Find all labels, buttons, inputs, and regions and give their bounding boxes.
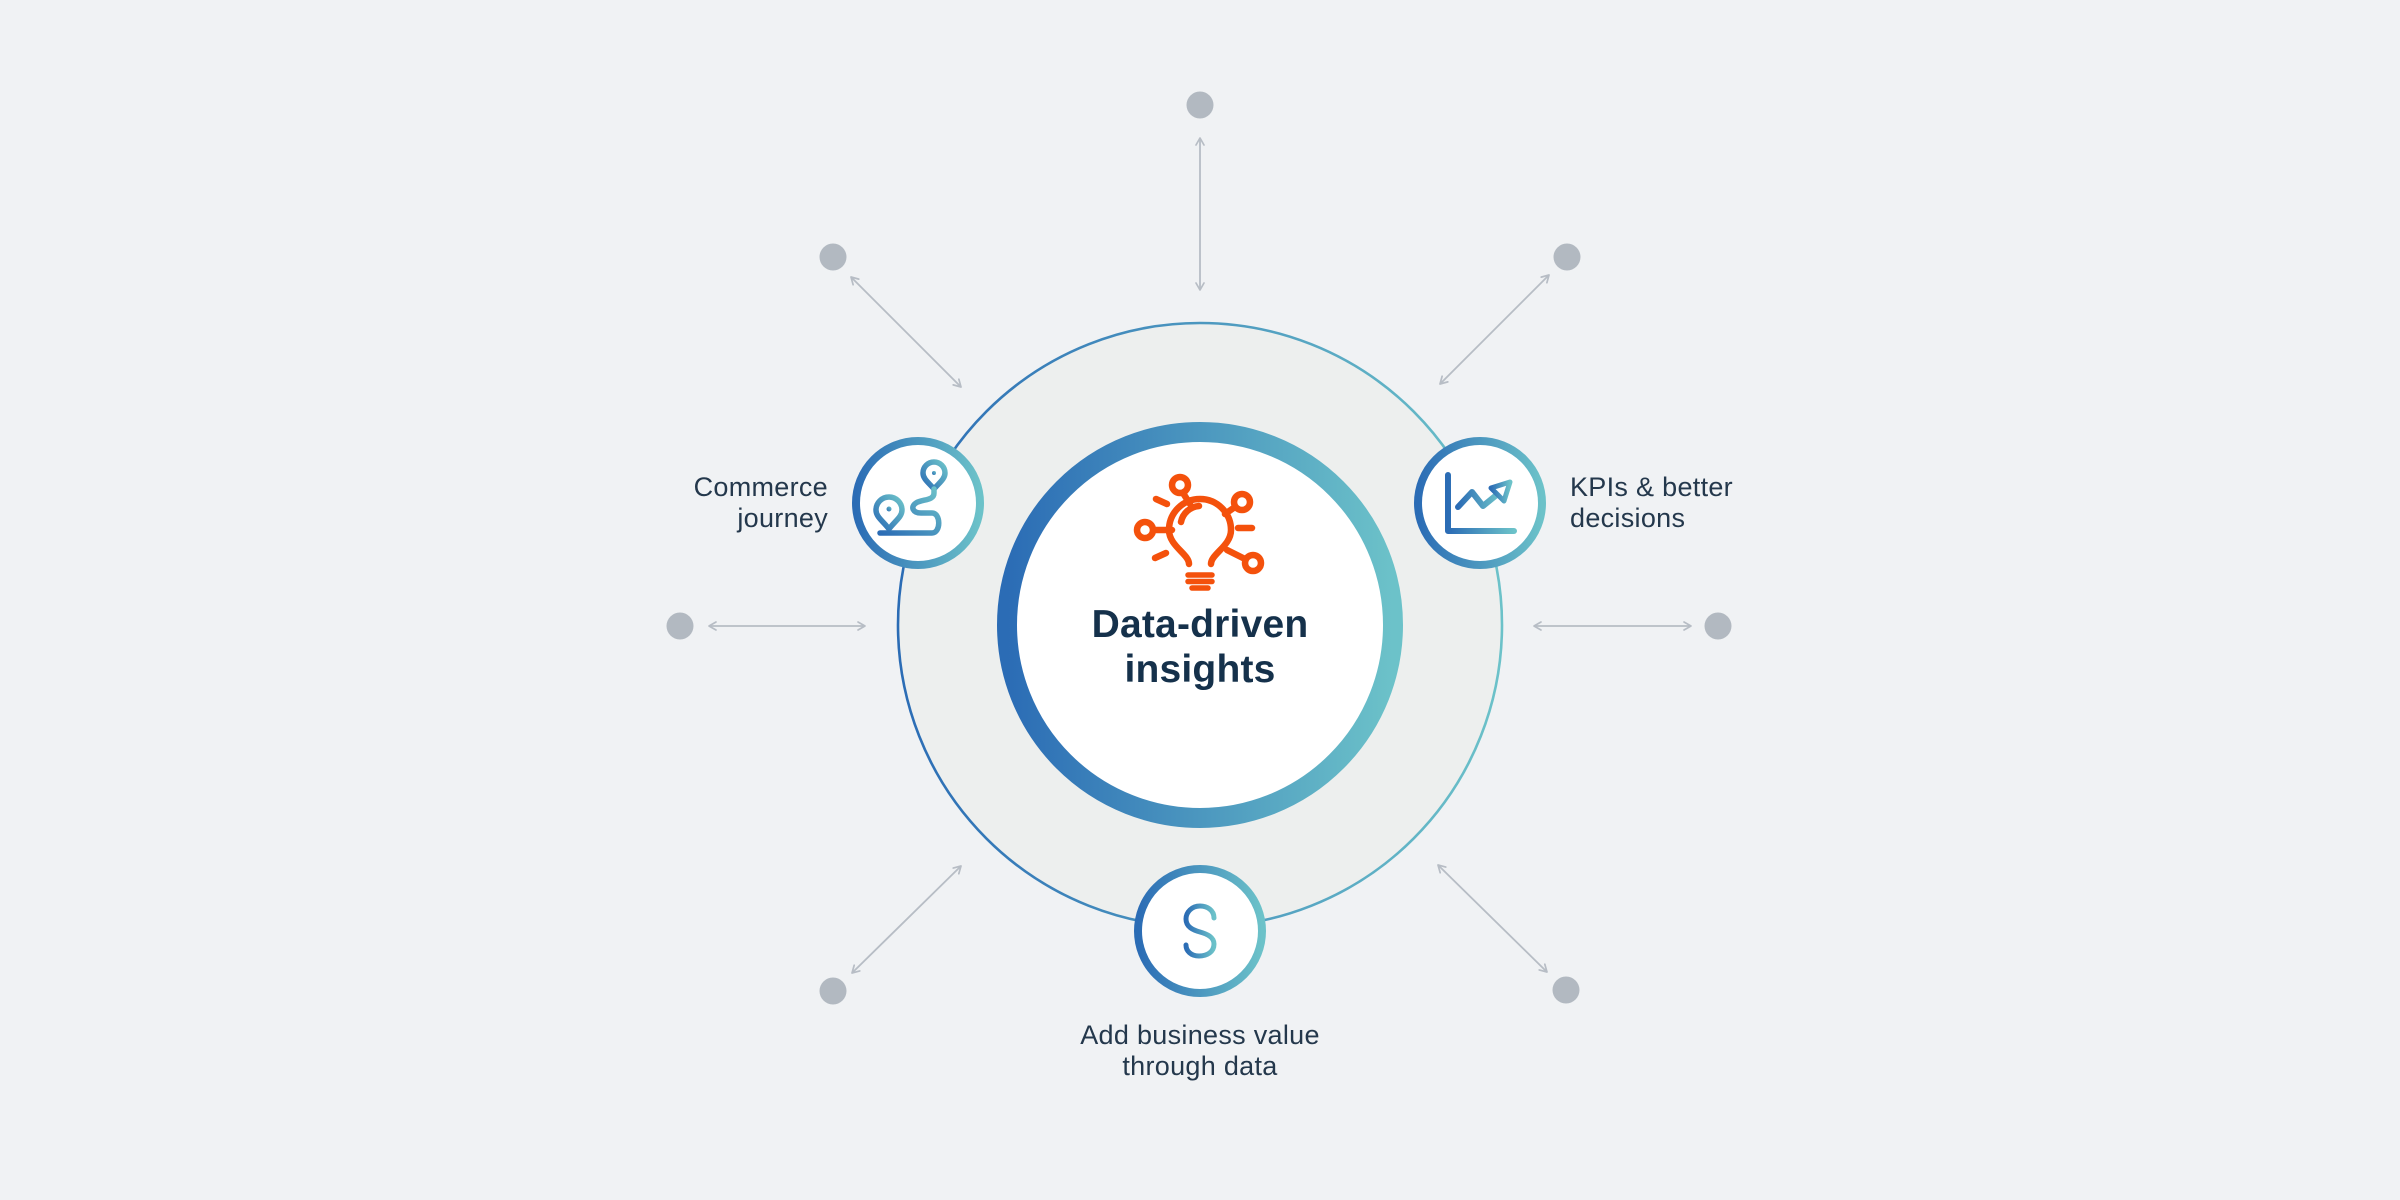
node-commerce-journey <box>852 437 984 569</box>
label-commerce-journey: Commerce journey <box>693 472 828 534</box>
chart-arrowhead <box>1488 479 1513 504</box>
chart-trend-line <box>1455 489 1502 510</box>
dot-upper-left <box>819 243 847 271</box>
radiating-arrows <box>708 137 1692 974</box>
bulb-outline <box>1165 495 1235 568</box>
center-circle <box>997 422 1403 828</box>
arrow-upper-left <box>850 276 962 388</box>
dot-left <box>666 612 694 640</box>
dot-lower-left <box>819 977 847 1005</box>
route-pin-small <box>920 459 948 492</box>
route-pin-small-dot <box>932 471 936 475</box>
dot-top <box>1186 91 1214 119</box>
arrow-lower-left <box>851 865 962 974</box>
node-add-business-value <box>1134 865 1266 997</box>
route-pin-big-dot <box>886 506 892 512</box>
dollar-sign-icon <box>1183 894 1217 968</box>
route-map-pins-icon <box>873 459 948 536</box>
arrow-lower-right <box>1437 864 1548 973</box>
dot-lower-right <box>1552 976 1580 1004</box>
dot-right <box>1704 612 1732 640</box>
node-top-right <box>1230 490 1254 514</box>
ray-top-left <box>1152 495 1171 508</box>
node-top-right-link <box>1221 503 1239 518</box>
node-top-left-link <box>1179 489 1194 508</box>
node-kpis-better-decisions <box>1414 437 1546 569</box>
node-bottom-right-link <box>1223 546 1249 563</box>
arrow-upper-right <box>1439 274 1550 385</box>
bulb-shine <box>1177 502 1203 526</box>
chart-axes <box>1445 472 1517 534</box>
label-add-business-value: Add business value through data <box>1080 1020 1320 1082</box>
route-path <box>877 486 942 536</box>
center-title: Data-driven insights <box>1091 603 1309 691</box>
route-pin-big <box>873 494 905 532</box>
kpi-trend-chart-icon <box>1445 472 1517 534</box>
label-kpis-better-decisions: KPIs & better decisions <box>1570 472 1733 534</box>
node-bottom-right <box>1241 551 1265 575</box>
endpoint-dots <box>666 91 1732 1005</box>
dot-upper-right <box>1553 243 1581 271</box>
idea-bulb-network-icon <box>1133 473 1265 591</box>
ray-bottom-left <box>1151 549 1170 562</box>
